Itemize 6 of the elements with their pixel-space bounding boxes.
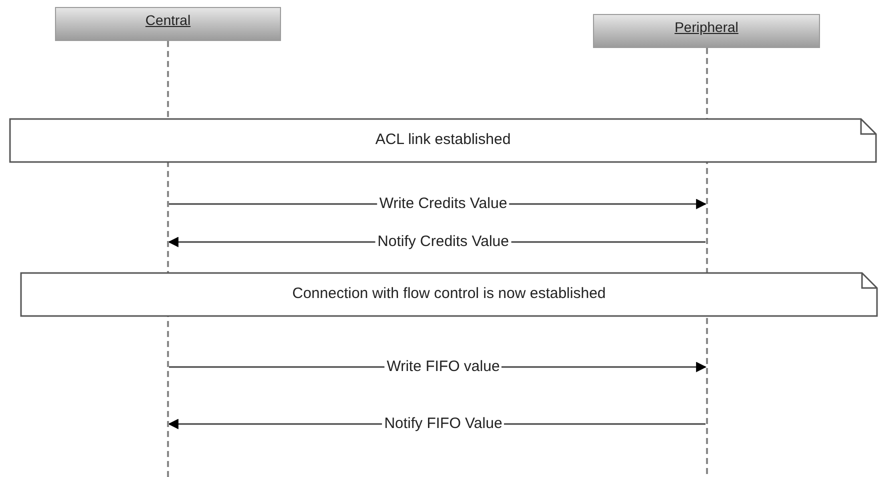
note-text: Connection with flow control is now established <box>292 284 606 304</box>
note-box <box>20 272 878 317</box>
participant-name: Peripheral <box>674 18 738 37</box>
participant-name: Central <box>145 11 191 30</box>
note-text: ACL link established <box>375 130 511 150</box>
note-box <box>9 118 877 163</box>
